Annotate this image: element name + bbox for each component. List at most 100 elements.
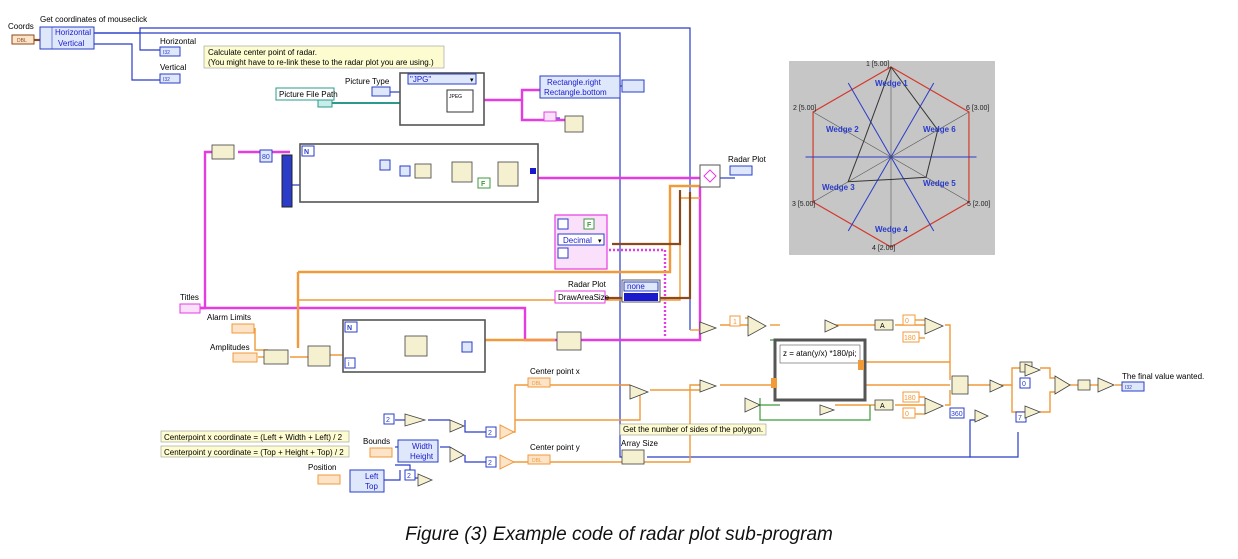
for-loop-top: 80 N F xyxy=(211,143,539,208)
amplitudes-control[interactable]: Amplitudes xyxy=(210,343,258,363)
alarm-limits-control[interactable]: Alarm Limits xyxy=(207,313,255,334)
position-unbundle-node[interactable]: Left Top xyxy=(349,469,385,493)
select-nodes[interactable]: A A 0 180 180 0 xyxy=(874,314,969,419)
radar-axis-label: 5 [2.00] xyxy=(967,201,990,208)
radar-wedge-divider xyxy=(847,82,892,158)
svg-text:2: 2 xyxy=(488,430,492,437)
center-calc-nodes[interactable]: 2 2 2 2 xyxy=(383,413,516,487)
block-diagram: Coords DBL Get coordinates of mouseclick… xyxy=(8,15,1204,493)
horizontal-indicator: Horizontal I32 xyxy=(159,37,196,57)
array-size-label: Array Size xyxy=(621,439,658,448)
vertical-indicator: Vertical I32 xyxy=(159,63,186,84)
svg-text:i: i xyxy=(348,361,350,368)
svg-text:N: N xyxy=(304,149,309,156)
radar-axis xyxy=(890,156,970,203)
svg-text:180: 180 xyxy=(904,395,916,402)
array-size-node[interactable]: Array Size xyxy=(621,439,658,465)
vertical-ind-label: Vertical xyxy=(160,63,186,72)
get-sides-note: Get the number of sides of the polygon. xyxy=(619,423,767,436)
final-value-indicator: The final value wanted. I32 xyxy=(1121,372,1204,392)
radar-wedge-divider xyxy=(847,156,892,232)
radar-wedge-label: Wedge 5 xyxy=(923,179,956,188)
svg-text:80: 80 xyxy=(262,154,270,161)
get-coordinates-label: Get coordinates of mouseclick xyxy=(40,15,148,24)
formula-x-note: Centerpoint x coordinate = (Left + Width… xyxy=(164,433,343,442)
picture-file-path-label: Picture File Path xyxy=(279,90,338,99)
alarm-limits-label: Alarm Limits xyxy=(207,313,251,322)
draw-area-size-field: DrawAreaSize xyxy=(558,293,610,302)
final-math-nodes[interactable]: 360 0 7 xyxy=(949,361,1115,423)
radar-axis-label: 1 [5.00] xyxy=(866,61,889,68)
svg-text:360: 360 xyxy=(951,411,963,418)
svg-text:Calculate center point of rada: Calculate center point of radar. xyxy=(208,48,317,57)
radar-plot-property-label: Radar Plot xyxy=(568,280,607,289)
picture-file-path-control[interactable]: Picture File Path xyxy=(275,87,338,108)
svg-text:2: 2 xyxy=(407,473,411,480)
svg-text:I32: I32 xyxy=(1125,385,1132,391)
write-jpeg-node[interactable] xyxy=(446,89,474,113)
radar-wedge-label: Wedge 3 xyxy=(822,183,855,192)
radar-axis xyxy=(812,111,892,158)
bounds-unbundle-node[interactable]: Width Height xyxy=(397,439,439,463)
radar-plot-node[interactable] xyxy=(699,164,721,188)
svg-text:A: A xyxy=(880,403,885,410)
figure-caption: Figure (3) Example code of radar plot su… xyxy=(405,524,833,545)
svg-text:7: 7 xyxy=(1018,415,1022,422)
vertical-field: Vertical xyxy=(58,39,84,48)
bundle-small-node[interactable] xyxy=(621,79,645,93)
radar-axis-label: 6 [3.00] xyxy=(966,105,989,112)
radar-axis-label: 3 [5.00] xyxy=(792,201,815,208)
decimal-cluster[interactable]: F Decimal ▾ xyxy=(554,214,608,270)
svg-text:0: 0 xyxy=(905,318,909,325)
top-field: Top xyxy=(365,482,378,491)
svg-text:DBL: DBL xyxy=(532,458,542,464)
radar-axis-label: 4 [2.00] xyxy=(872,245,895,252)
svg-text:I32: I32 xyxy=(163,50,170,56)
rect-right-field: Rectangle.right xyxy=(547,78,602,87)
svg-text:2: 2 xyxy=(386,417,390,424)
height-field: Height xyxy=(410,452,434,461)
radar-plot-property-node[interactable]: Radar Plot DrawAreaSize xyxy=(554,280,610,304)
picture-case-structure: "JPG" ▾ JPEG xyxy=(399,72,485,126)
coords-terminal[interactable] xyxy=(11,34,35,45)
svg-text:Get the number of sides of the: Get the number of sides of the polygon. xyxy=(623,425,763,434)
radar-wedge-label: Wedge 6 xyxy=(923,125,956,134)
bounds-label: Bounds xyxy=(363,437,390,446)
center-point-y-indicator: Center point y DBL xyxy=(527,443,580,465)
atan-formula: z = atan(y/x) *180/pi; xyxy=(783,349,857,358)
position-control[interactable]: Position xyxy=(308,463,341,485)
none-selector: none xyxy=(627,282,645,291)
unbundle-coords-node[interactable]: Get coordinates of mouseclick Horizontal… xyxy=(39,15,148,50)
amplitudes-label: Amplitudes xyxy=(210,343,250,352)
case-dropdown-icon[interactable]: ▾ xyxy=(470,77,474,84)
array-node-top[interactable] xyxy=(211,144,235,160)
radar-wedge-label: Wedge 1 xyxy=(875,79,908,88)
svg-text:A: A xyxy=(880,323,885,330)
radar-plot-label: Radar Plot xyxy=(728,155,767,164)
pink-small-nodes[interactable] xyxy=(543,111,584,133)
atan-math-nodes[interactable]: 1 xyxy=(629,315,839,416)
radar-axis xyxy=(812,156,892,203)
formula-y-note: Centerpoint y coordinate = (Top + Height… xyxy=(164,448,344,457)
titles-control[interactable]: Titles xyxy=(179,293,201,314)
coords-control[interactable]: Coords DBL xyxy=(8,22,35,45)
calc-center-note: Calculate center point of radar. (You mi… xyxy=(203,45,445,69)
svg-text:N: N xyxy=(347,325,352,332)
svg-text:0: 0 xyxy=(905,411,909,418)
radar-wedge-label: Wedge 4 xyxy=(875,225,908,234)
radar-wedge-divider xyxy=(890,156,935,232)
center-x-label: Center point x xyxy=(530,367,580,376)
formula-node[interactable]: z = atan(y/x) *180/pi; xyxy=(771,338,867,402)
rect-bottom-field: Rectangle.bottom xyxy=(544,88,607,97)
decimal-dropdown-icon[interactable]: ▾ xyxy=(598,238,602,245)
radar-wedge-divider xyxy=(890,82,935,158)
bounds-control[interactable]: Bounds xyxy=(363,437,393,458)
left-field: Left xyxy=(365,472,379,481)
none-ring-control[interactable]: none xyxy=(621,279,661,303)
picture-type-control[interactable]: Picture Type xyxy=(345,77,391,97)
formula-notes: Centerpoint x coordinate = (Left + Width… xyxy=(160,430,350,458)
rectangle-unbundle-node[interactable]: Rectangle.right Rectangle.bottom xyxy=(539,75,621,99)
coords-type: DBL xyxy=(17,38,27,44)
center-point-x-indicator: Center point x DBL xyxy=(527,367,580,388)
amplitude-nodes[interactable] xyxy=(263,345,331,367)
